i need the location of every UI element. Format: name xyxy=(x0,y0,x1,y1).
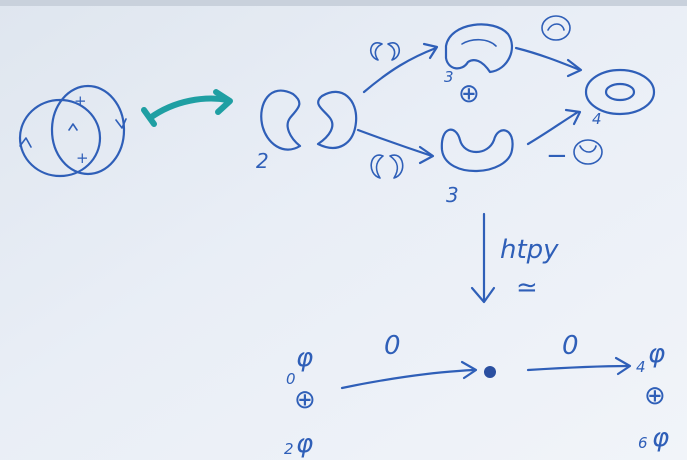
zero-arrow-right xyxy=(526,364,630,372)
right-outer-circle xyxy=(584,68,656,116)
homotopy-arrow: htpy ≃ xyxy=(470,212,559,304)
arrow-to-upper-head xyxy=(422,42,439,60)
link-arrow-inner xyxy=(68,123,78,131)
zero-module-dot xyxy=(484,366,496,378)
zero-label-right: 0 xyxy=(562,331,579,361)
bottom-complex: φ 0 ⊕ φ 2 0 0 φ 4 ⊕ φ 6 xyxy=(284,331,669,459)
degree-label-upper: 3 xyxy=(444,68,454,86)
resolution-right: 4 xyxy=(584,68,656,128)
left-degree-bottom: 2 xyxy=(284,440,294,458)
maps-to-arrow xyxy=(141,89,233,127)
arrow-upper-to-right xyxy=(514,46,582,72)
link-arrow-right xyxy=(115,118,127,129)
link-arrow-left xyxy=(19,137,32,148)
oplus-upper: ⊕ xyxy=(458,79,480,109)
arrow-lower-to-right xyxy=(526,110,580,146)
left-degree-top: 0 xyxy=(286,370,296,388)
maps-to-shaft xyxy=(147,95,231,121)
arrow-to-upper xyxy=(362,46,438,94)
link-left-component xyxy=(18,98,102,178)
saddle-glyph-upper xyxy=(370,42,400,61)
kidney-right xyxy=(316,90,358,149)
crossing-sign-top: + xyxy=(74,92,87,110)
minus-sign-lower: − xyxy=(546,141,568,171)
right-phi-top: φ xyxy=(648,339,665,369)
homotopy-head xyxy=(470,286,496,304)
maps-to-head xyxy=(213,89,233,115)
left-phi-bottom: φ xyxy=(296,429,313,459)
left-oplus: ⊕ xyxy=(294,385,316,415)
upper-component-inner xyxy=(461,38,497,47)
left-phi-top: φ xyxy=(296,343,313,373)
resolution-left: 2 xyxy=(256,89,358,173)
degree-label-right: 4 xyxy=(592,110,602,128)
arrow-lower-to-right-head xyxy=(564,108,582,126)
lower-component-outer xyxy=(440,128,514,173)
upper-component-outer xyxy=(444,23,514,74)
arrow-to-lower xyxy=(356,128,434,158)
saddle-glyph-lower xyxy=(370,154,404,179)
resolution-upper: 3 ⊕ xyxy=(444,23,514,109)
arrow-to-lower-head xyxy=(418,145,435,165)
saddle-glyph-lower-right xyxy=(573,139,603,165)
arrow-upper-to-right-head xyxy=(566,58,583,78)
homotopy-simeq: ≃ xyxy=(516,273,538,303)
kidney-left xyxy=(260,89,302,151)
homotopy-label: htpy xyxy=(500,235,559,265)
crossing-sign-bottom: + xyxy=(76,149,89,167)
right-degree-bottom: 6 xyxy=(638,434,648,452)
right-phi-bottom: φ xyxy=(652,423,669,453)
link-right-component xyxy=(50,84,126,176)
right-inner-circle xyxy=(604,82,636,102)
zero-arrow-left-head xyxy=(460,360,478,380)
right-degree-top: 4 xyxy=(636,358,646,376)
zero-arrow-right-head xyxy=(614,356,632,376)
zero-arrow-left xyxy=(340,368,476,390)
hopf-link-diagram: + + xyxy=(18,84,127,178)
resolution-lower: 3 xyxy=(440,128,514,207)
whiteboard-top-edge xyxy=(0,0,687,6)
degree-label-left: 2 xyxy=(256,149,269,173)
zero-label-left: 0 xyxy=(384,331,401,361)
right-oplus: ⊕ xyxy=(644,381,666,411)
saddle-glyph-upper-right xyxy=(541,15,571,41)
degree-label-lower: 3 xyxy=(446,183,459,207)
